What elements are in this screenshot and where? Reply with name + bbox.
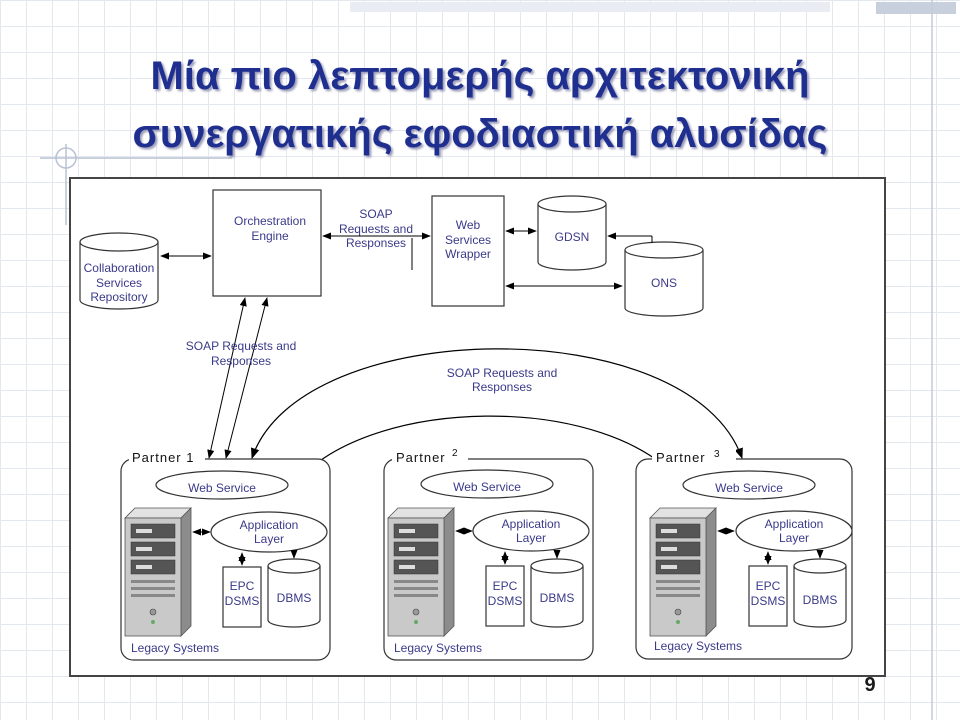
wrapper-label-1: Web [456, 218, 481, 232]
soap-top-label-1: SOAP [359, 207, 392, 221]
partner-2-web-service-label: Web Service [453, 480, 521, 494]
orchestration-engine: Orchestration Engine [212, 189, 322, 297]
partner-1-epc-dsms [222, 566, 262, 628]
partner-3-dbms-label: DBMS [803, 593, 838, 607]
repository-label-3: Repository [90, 290, 147, 304]
soap-center-label-1: SOAP Requests and [447, 366, 558, 380]
partner-3-epc-dsms [748, 565, 788, 627]
partner-3-app-label-2: Layer [779, 531, 809, 545]
partner-3-box: Partner 3 Web Service Application Layer … [635, 447, 853, 660]
partner-1-web-service [155, 470, 289, 500]
partner-1-app-label-1: Application [240, 518, 299, 532]
web-services-wrapper: Web Services Wrapper [431, 195, 505, 307]
partner-1-application-layer [210, 511, 328, 553]
gdsn-label: GDSN [555, 230, 590, 244]
partner-2-app-label-2: Layer [516, 531, 546, 545]
soap-left-label-1: SOAP Requests and [186, 339, 297, 353]
wrapper-label-2: Services [445, 233, 491, 247]
partner-3-app-label-1: Application [765, 517, 824, 531]
repository-cylinder: Collaboration Services Repository [79, 232, 159, 310]
partner-3-epc-label-2: DSMS [751, 594, 786, 608]
partner-3-epc-label-1: EPC [756, 579, 781, 593]
partner-2-epc-dsms [485, 565, 525, 627]
partner-3-dbms [793, 566, 847, 628]
corner-block-1 [350, 2, 830, 12]
partner-1-dbms-top [267, 558, 321, 574]
partner-1-box: Partner 1 Web Service Application Layer … [120, 449, 331, 661]
partner-1-web-service-label: Web Service [188, 481, 256, 495]
gdsn-cylinder: GDSN [537, 195, 607, 271]
partner-3-legacy-label: Legacy Systems [654, 639, 742, 653]
partner-3-label-sup: 3 [714, 449, 720, 460]
partner-1-app-label-2: Layer [254, 532, 284, 546]
orchestration-label-1: Orchestration [234, 214, 306, 228]
partner-1-legacy-label: Legacy Systems [131, 641, 219, 655]
slide-title-line-2: συνεργατικής εφοδιαστική αλυσίδας [132, 112, 828, 156]
soap-center-label-2: Responses [472, 380, 532, 394]
partner-3-dbms-top [793, 558, 847, 574]
orchestration-partner1-arrows [207, 297, 269, 459]
partner-3-application-layer [735, 510, 853, 552]
partner-2-legacy-label: Legacy Systems [394, 641, 482, 655]
soap-top-label-3: Responses [346, 236, 406, 250]
partner-2-epc-label-1: EPC [493, 579, 518, 593]
partner-2-web-service [420, 469, 554, 499]
repository-label-2: Services [96, 276, 142, 290]
partner-2-app-label-1: Application [502, 517, 561, 531]
orchestration-label-2: Engine [251, 229, 289, 243]
partner-1-epc-label-1: EPC [230, 579, 255, 593]
ons-label: ONS [651, 276, 677, 290]
partner-2-epc-label-2: DSMS [488, 594, 523, 608]
wrapper-label-3: Wrapper [445, 247, 491, 261]
slide-title-line-1: Μία πιο λεπτομερής αρχιτεκτονική [150, 54, 810, 98]
partner-2-label: Partner [396, 450, 446, 465]
page-number: 9 [864, 674, 876, 696]
partner-3-web-service-label: Web Service [715, 481, 783, 495]
partner-2-application-layer [472, 510, 590, 552]
partner-arcs [251, 348, 743, 489]
partner-1-label: Partner 1 [132, 450, 194, 465]
ons-cylinder: ONS [624, 241, 704, 317]
crosshair-circle [55, 147, 77, 169]
partner-3-web-service [682, 470, 816, 500]
repository-label-1: Collaboration [84, 261, 155, 275]
partner-1-dbms [267, 566, 321, 628]
top-connectors [160, 227, 653, 290]
partner-2-box: Partner 2 Web Service Application Layer … [383, 447, 594, 661]
partner-1-epc-label-2: DSMS [225, 594, 260, 608]
corner-block-2 [876, 2, 956, 14]
partner-1-dbms-label: DBMS [277, 591, 312, 605]
partner-2-dbms-label: DBMS [540, 591, 575, 605]
partner-2-label-sup: 2 [452, 448, 458, 459]
soap-top-label-2: Requests and [339, 222, 413, 236]
partner-2-dbms [530, 566, 584, 628]
soap-left-label-2: Responses [211, 354, 271, 368]
partner-2-dbms-top [530, 558, 584, 574]
partner-3-label: Partner [656, 450, 706, 465]
